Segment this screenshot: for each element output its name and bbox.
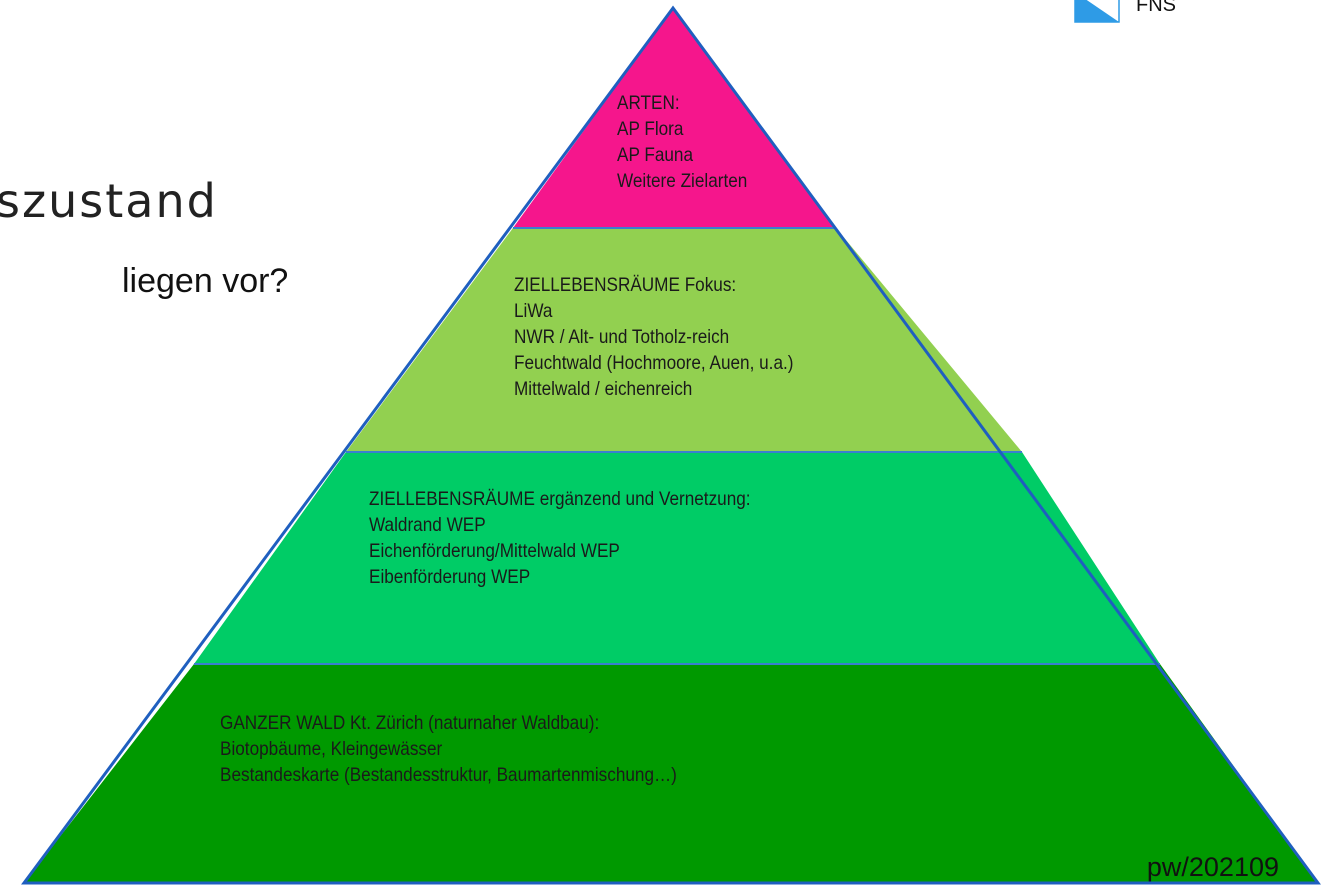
- layer2-text: ZIELLEBENSRÄUME Fokus: LiWa NWR / Alt- u…: [514, 272, 793, 402]
- logo-text: FNS: [1136, 0, 1176, 16]
- layer2-line: Feuchtwald (Hochmoore, Auen, u.a.): [514, 352, 794, 374]
- slide-title-fragment: szustand: [0, 174, 218, 228]
- layer3-text: ZIELLEBENSRÄUME ergänzend und Vernetzung…: [369, 486, 751, 590]
- pyramid-layer-3: [194, 452, 1160, 664]
- layer2-line: LiWa: [514, 300, 553, 322]
- layer2-line: Mittelwald / eichenreich: [514, 378, 693, 400]
- layer3-line: ZIELLEBENSRÄUME ergänzend und Vernetzung…: [369, 488, 751, 510]
- base-line: Biotopbäume, Kleingewässer: [220, 738, 443, 760]
- zurich-shield-icon: [1074, 0, 1120, 23]
- footer-code: pw/202109: [1146, 852, 1279, 882]
- layer3-line: Eibenförderung WEP: [369, 566, 531, 588]
- logo: FNS: [1074, 0, 1176, 24]
- layer3-line: Eichenförderung/Mittelwald WEP: [369, 540, 620, 562]
- layer2-line: ZIELLEBENSRÄUME Fokus:: [514, 274, 737, 296]
- apex-line: Weitere Zielarten: [617, 170, 748, 192]
- pyramid-layer-apex: [513, 8, 836, 228]
- pyramid-outline: [21, 5, 1321, 885]
- apex-line: AP Flora: [617, 118, 684, 140]
- apex-line: AP Fauna: [617, 144, 694, 166]
- layer3-line: Waldrand WEP: [369, 514, 486, 536]
- slide-subtitle-fragment: liegen vor?: [122, 262, 289, 300]
- base-line: GANZER WALD Kt. Zürich (naturnaher Waldb…: [220, 712, 600, 734]
- layer2-line: NWR / Alt- und Totholz-reich: [514, 326, 730, 348]
- pyramid-layer-2: [346, 228, 1022, 452]
- base-text: GANZER WALD Kt. Zürich (naturnaher Waldb…: [220, 710, 677, 788]
- apex-line: ARTEN:: [617, 92, 680, 114]
- base-line: Bestandeskarte (Bestandesstruktur, Bauma…: [220, 764, 677, 786]
- apex-text: ARTEN: AP Flora AP Fauna Weitere Zielart…: [617, 90, 747, 194]
- pyramid-layer-base: [24, 664, 1318, 883]
